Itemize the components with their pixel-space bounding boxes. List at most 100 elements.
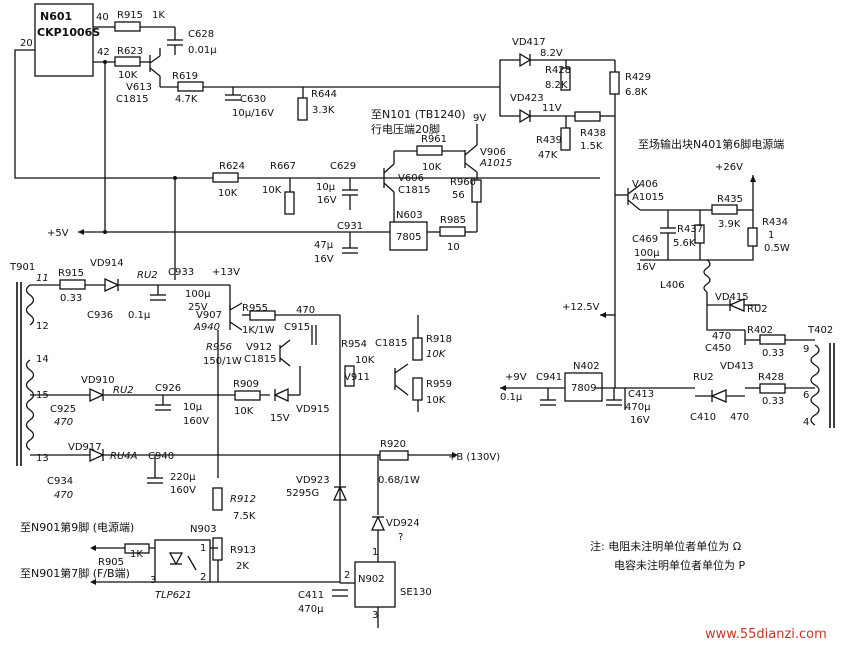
r428b-ref: R428 bbox=[758, 372, 784, 383]
n903-name: N903 bbox=[190, 524, 217, 535]
r429-ref: R429 bbox=[625, 72, 651, 83]
c933-ref: C933 bbox=[168, 267, 194, 278]
n601-part: CKP1006S bbox=[37, 26, 100, 39]
r959-val: 10K bbox=[426, 395, 446, 406]
r912-ref: R912 bbox=[230, 494, 256, 505]
note-to-n101-b: 行电压端20脚 bbox=[371, 122, 440, 136]
c934-val: 470 bbox=[54, 490, 73, 501]
resistor-r918 bbox=[412, 337, 423, 361]
vd910-val: RU2 bbox=[113, 385, 134, 396]
r955-ref: R955 bbox=[242, 303, 268, 314]
v907-ref: V907 bbox=[196, 310, 222, 321]
v613-type: C1815 bbox=[116, 94, 148, 105]
r915-val: 1K bbox=[152, 10, 165, 21]
r955-val: 1K/1W bbox=[242, 325, 275, 336]
r923-val: 0.33 bbox=[60, 293, 82, 304]
c410-ref: C410 bbox=[690, 412, 716, 423]
vd923-ref: VD923 bbox=[296, 475, 330, 486]
rail-p12v5: +12.5V bbox=[562, 302, 600, 313]
r434-watt: 0.5W bbox=[764, 243, 790, 254]
rail-pb: +B (130V) bbox=[448, 452, 500, 463]
c629-v: 16V bbox=[317, 195, 337, 206]
ic-n601: N601 CKP1006S 20 40 42 bbox=[20, 3, 110, 77]
r439-val: 47K bbox=[538, 150, 558, 161]
v906-type: A1015 bbox=[479, 158, 512, 169]
resistor-r959 bbox=[412, 377, 423, 401]
r434-val: 1 bbox=[768, 230, 774, 241]
n603-part: 7805 bbox=[396, 232, 421, 243]
n601-pin40: 40 bbox=[96, 12, 109, 23]
n402-part: 7809 bbox=[571, 383, 596, 394]
v406-type: A1015 bbox=[632, 192, 664, 203]
r624-val: 10K bbox=[218, 188, 238, 199]
r428-ref: R428 bbox=[545, 65, 571, 76]
l406-ref: L406 bbox=[660, 280, 685, 291]
r428b-val: 0.33 bbox=[762, 396, 784, 407]
r918-val: 10K bbox=[426, 349, 447, 360]
vd923-val: 5295G bbox=[286, 488, 319, 499]
r956-val: 150/1W bbox=[203, 356, 242, 367]
n903-p1: 1 bbox=[200, 543, 206, 554]
c925-ref: C925 bbox=[50, 404, 76, 415]
t402-tap9: 9 bbox=[803, 344, 809, 355]
ic-n903 bbox=[154, 539, 211, 583]
v912-type: C1815 bbox=[244, 354, 276, 365]
vd423-val: 11V bbox=[542, 103, 562, 114]
r985-ref: R985 bbox=[440, 215, 466, 226]
c628-ref: C628 bbox=[188, 29, 214, 40]
watermark: www.55dianzi.com bbox=[705, 627, 827, 642]
c933-val: 100μ bbox=[185, 289, 211, 300]
vd917-val: RU4A bbox=[110, 451, 138, 462]
resistor-r624 bbox=[212, 172, 239, 183]
r913-val: 2K bbox=[236, 561, 249, 572]
note-to-n901-9: 至N901第9脚 (电源端) bbox=[20, 520, 134, 534]
t901-tap12: 12 bbox=[36, 321, 49, 332]
c941-ref: C411 bbox=[298, 590, 324, 601]
c926-v: 160V bbox=[183, 416, 209, 427]
vd423-ref: VD423 bbox=[510, 93, 544, 104]
c931-val: 47μ bbox=[314, 240, 334, 251]
t402-tap4: 4 bbox=[803, 417, 809, 428]
r913-ref: R913 bbox=[230, 545, 256, 556]
vd917-ref: VD917 bbox=[68, 442, 102, 453]
resistor-r667 bbox=[284, 191, 295, 215]
v606-ref: V606 bbox=[398, 173, 424, 184]
ic-n902 bbox=[354, 561, 396, 608]
r961-ref: R961 bbox=[421, 134, 447, 145]
c915-val: 0.1μ bbox=[128, 310, 151, 321]
rail-9v: 9V bbox=[473, 113, 486, 124]
note-to-n101: 至N101 (TB1240) bbox=[371, 108, 466, 121]
resistor-r619 bbox=[177, 81, 204, 92]
c940-ref: C940 bbox=[148, 451, 174, 462]
r920-ref: R920 bbox=[380, 439, 406, 450]
c936-ref: C915 bbox=[284, 322, 310, 333]
c926-ref: C926 bbox=[155, 383, 181, 394]
resistor-r923 bbox=[59, 279, 86, 290]
c450-ref: C450 bbox=[705, 343, 731, 354]
r438-ref: R438 bbox=[580, 128, 606, 139]
r918-ref: R918 bbox=[426, 334, 452, 345]
r438-val: 1.5K bbox=[580, 141, 603, 152]
c940-v: 160V bbox=[170, 485, 196, 496]
t402-name: T402 bbox=[807, 325, 833, 336]
c931-ref: C931 bbox=[337, 221, 363, 232]
r905-val: 1K bbox=[130, 549, 143, 560]
c469-ref: C469 bbox=[632, 234, 658, 245]
c940-val: 220μ bbox=[170, 472, 196, 483]
c933-v: 25V bbox=[188, 302, 208, 313]
v906-ref: V906 bbox=[480, 147, 506, 158]
resistor-r920 bbox=[379, 450, 409, 461]
t901-tap13: 13 bbox=[36, 453, 49, 464]
t901-name: T901 bbox=[9, 262, 35, 273]
vd915-ref: VD915 bbox=[296, 404, 330, 415]
v406-ref: V406 bbox=[632, 179, 658, 190]
r909-ref: R909 bbox=[233, 379, 259, 390]
r439-ref: R439 bbox=[536, 135, 562, 146]
n903-part: TLP621 bbox=[155, 590, 192, 601]
t901-tap11: 11 bbox=[36, 273, 49, 284]
n902-part: SE130 bbox=[400, 587, 432, 598]
n903-p3: 3 bbox=[150, 575, 156, 586]
c926-val: 10μ bbox=[183, 402, 203, 413]
r429-val: 6.8K bbox=[625, 87, 648, 98]
